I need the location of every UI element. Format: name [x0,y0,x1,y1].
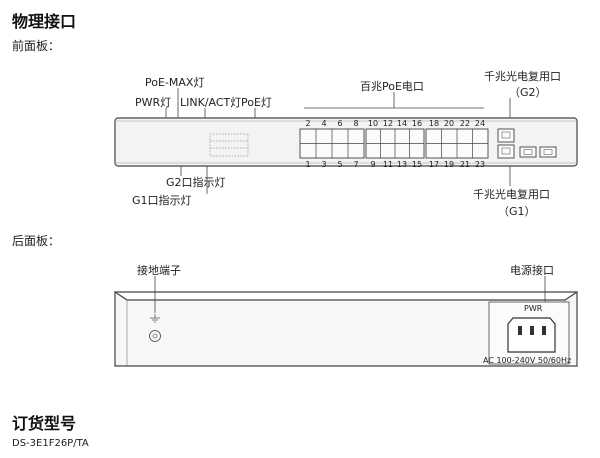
port-number: 23 [475,160,485,169]
power-rating-label: AC 100-240V 50/60Hz [483,356,572,365]
port-number: 5 [337,160,342,169]
port-number: 22 [460,119,470,128]
port-number: 15 [412,160,422,169]
port-number: 12 [383,119,393,128]
port-number: 2 [305,119,310,128]
section-title-interface: 物理接口 [12,12,77,31]
port-number: 14 [397,119,407,128]
port-number: 3 [321,160,326,169]
power-pwr-label: PWR [524,304,543,313]
port-number: 16 [412,119,422,128]
label-g2-code: （G2） [509,86,547,99]
led-indicator-grid [209,133,249,157]
label-poe-max-led: PoE-MAX灯 [145,76,205,89]
label-g2-title: 千兆光电复用口 [484,70,561,83]
port-number: 20 [444,119,454,128]
label-poe-led: PoE灯 [241,96,272,109]
label-g1-title: 千兆光电复用口 [473,188,550,201]
label-power-port: 电源接口 [510,264,554,277]
port-number: 7 [353,160,358,169]
label-link-act-led: LINK/ACT灯 [180,96,242,109]
ground-screw-icon [149,330,161,342]
port-number: 4 [321,119,326,128]
port-number: 24 [475,119,485,128]
sfp-port-g1 [519,146,537,158]
label-poe-ports: 百兆PoE电口 [360,80,424,93]
label-ground-terminal: 接地端子 [137,264,181,277]
rj45-port-g2 [497,128,515,143]
ground-icon [150,314,160,323]
power-module [488,301,570,365]
label-g2-led: G2口指示灯 [166,176,226,189]
port-number: 21 [460,160,470,169]
port-number: 10 [368,119,378,128]
rear-panel-heading: 后面板： [12,234,61,248]
ground-terminal [149,276,161,342]
rj45-port-g1 [497,144,515,159]
front-panel-heading: 前面板： [12,39,61,53]
section-title-order: 订货型号 [12,414,77,433]
port-number: 13 [397,160,407,169]
label-g1-code: （G1） [498,205,536,218]
port-number: 1 [305,160,310,169]
port-number: 18 [429,119,439,128]
sfp-port-g2 [539,146,557,158]
port-number: 6 [337,119,342,128]
port-number: 17 [429,160,439,169]
port-number: 8 [353,119,358,128]
label-g1-led: G1口指示灯 [132,194,192,207]
order-model-number: DS-3E1F26P/TA [12,438,89,449]
port-number: 11 [383,160,393,169]
label-pwr-led: PWR灯 [135,96,172,109]
port-number: 9 [370,160,375,169]
port-number: 19 [444,160,454,169]
